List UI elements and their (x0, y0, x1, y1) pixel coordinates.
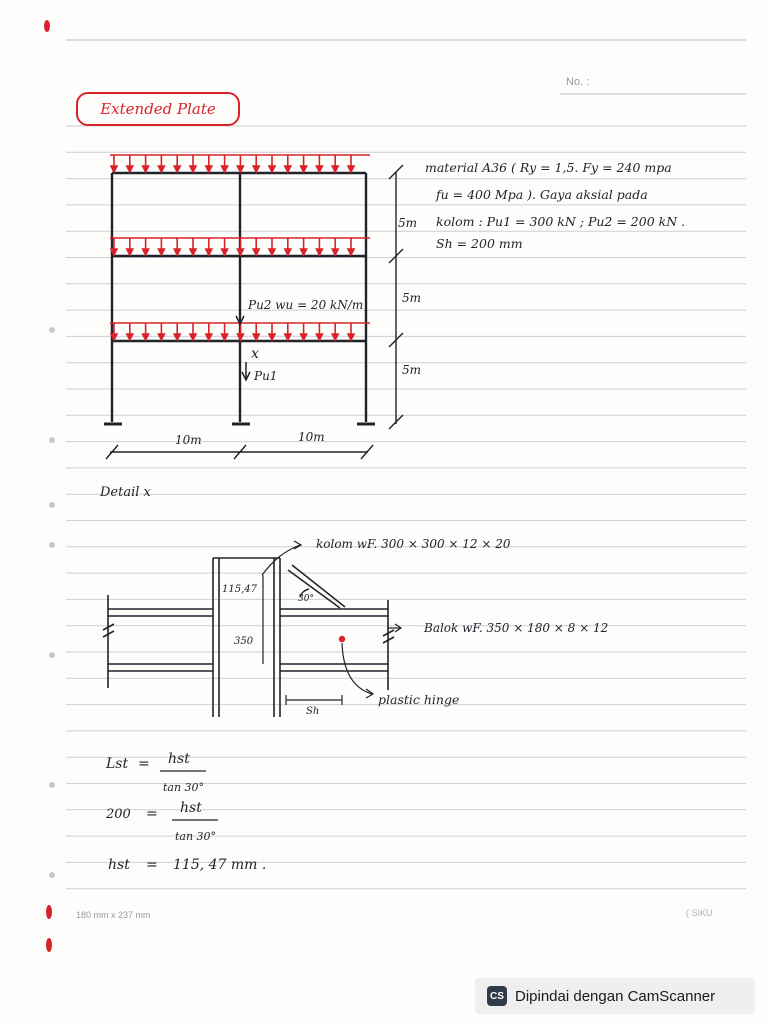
camscanner-logo-icon: CS (487, 986, 507, 1006)
binder-holes (44, 20, 55, 952)
column-section (212, 557, 281, 717)
svg-text:tan 30°: tan 30° (175, 830, 216, 843)
svg-text:hst: hst (180, 800, 202, 816)
note-line-3: kolom : Pu1 = 300 kN ; Pu2 = 200 kN . (436, 214, 685, 229)
calc-line-2: 200 = hst tan 30° (105, 800, 218, 843)
plastic-hinge-dot (338, 635, 346, 643)
beam-right (280, 600, 395, 690)
story-height-2: 5m (402, 291, 421, 305)
svg-text:hst: hst (108, 857, 130, 873)
axial-label: Pu1 (253, 369, 277, 383)
ruled-lines (66, 125, 746, 890)
note-line-1: material A36 ( Ry = 1,5. Fy = 240 mpa (425, 160, 672, 175)
beam-left (102, 595, 213, 688)
portal-frame (110, 171, 368, 422)
distributed-load-arrows (109, 154, 370, 342)
story-height-1: 5m (398, 216, 417, 230)
svg-text:=: = (146, 857, 158, 873)
svg-text:115, 47 mm .: 115, 47 mm . (173, 857, 266, 873)
hinge-label: plastic hinge (378, 692, 459, 707)
bay-width-2: 10m (298, 430, 325, 444)
svg-text:tan 30°: tan 30° (163, 781, 204, 794)
svg-text:200: 200 (105, 807, 131, 822)
dim-115-label: 115,47 (222, 584, 258, 595)
svg-text:Lst: Lst (105, 756, 128, 772)
detail-point-label: x (251, 346, 259, 362)
column-label: kolom wF. 300 × 300 × 12 × 20 (316, 537, 511, 551)
bay-width-1: 10m (175, 433, 202, 447)
story-height-3: 5m (402, 363, 421, 377)
svg-text:=: = (146, 806, 158, 822)
dim-350-label: 350 (234, 636, 254, 647)
page-title: Extended Plate (100, 100, 216, 118)
camscanner-watermark: CS Dipindai dengan CamScanner (475, 978, 755, 1014)
svg-text:=: = (138, 756, 150, 772)
paper-size-label: 180 mm x 237 mm (76, 910, 151, 920)
beam-label: Balok wF. 350 × 180 × 8 × 12 (423, 621, 608, 635)
height-dimension (388, 164, 404, 430)
angle-label: 30° (298, 594, 314, 604)
title-box: Extended Plate (76, 92, 240, 126)
calc-line-3: hst = 115, 47 mm . (108, 857, 266, 873)
calc-line-1: Lst = hst tan 30° (105, 751, 206, 794)
page-number-label: No. : (566, 76, 590, 88)
notebook-brand: ( SIKU (686, 908, 713, 918)
haunch-stiffener (287, 564, 346, 609)
note-line-4: Sh = 200 mm (436, 236, 523, 251)
sh-label: Sh (306, 706, 319, 717)
load-label: Pu2 wu = 20 kN/m (247, 298, 363, 312)
camscanner-text: Dipindai dengan CamScanner (515, 987, 716, 1005)
note-line-2: fu = 400 Mpa ). Gaya aksial pada (435, 187, 648, 202)
detail-dimensions (262, 575, 343, 705)
width-dimension (105, 444, 374, 460)
axial-arrows (235, 300, 251, 382)
detail-heading: Detail x (99, 485, 152, 500)
svg-text:hst: hst (168, 751, 190, 767)
leader-lines (261, 540, 403, 699)
